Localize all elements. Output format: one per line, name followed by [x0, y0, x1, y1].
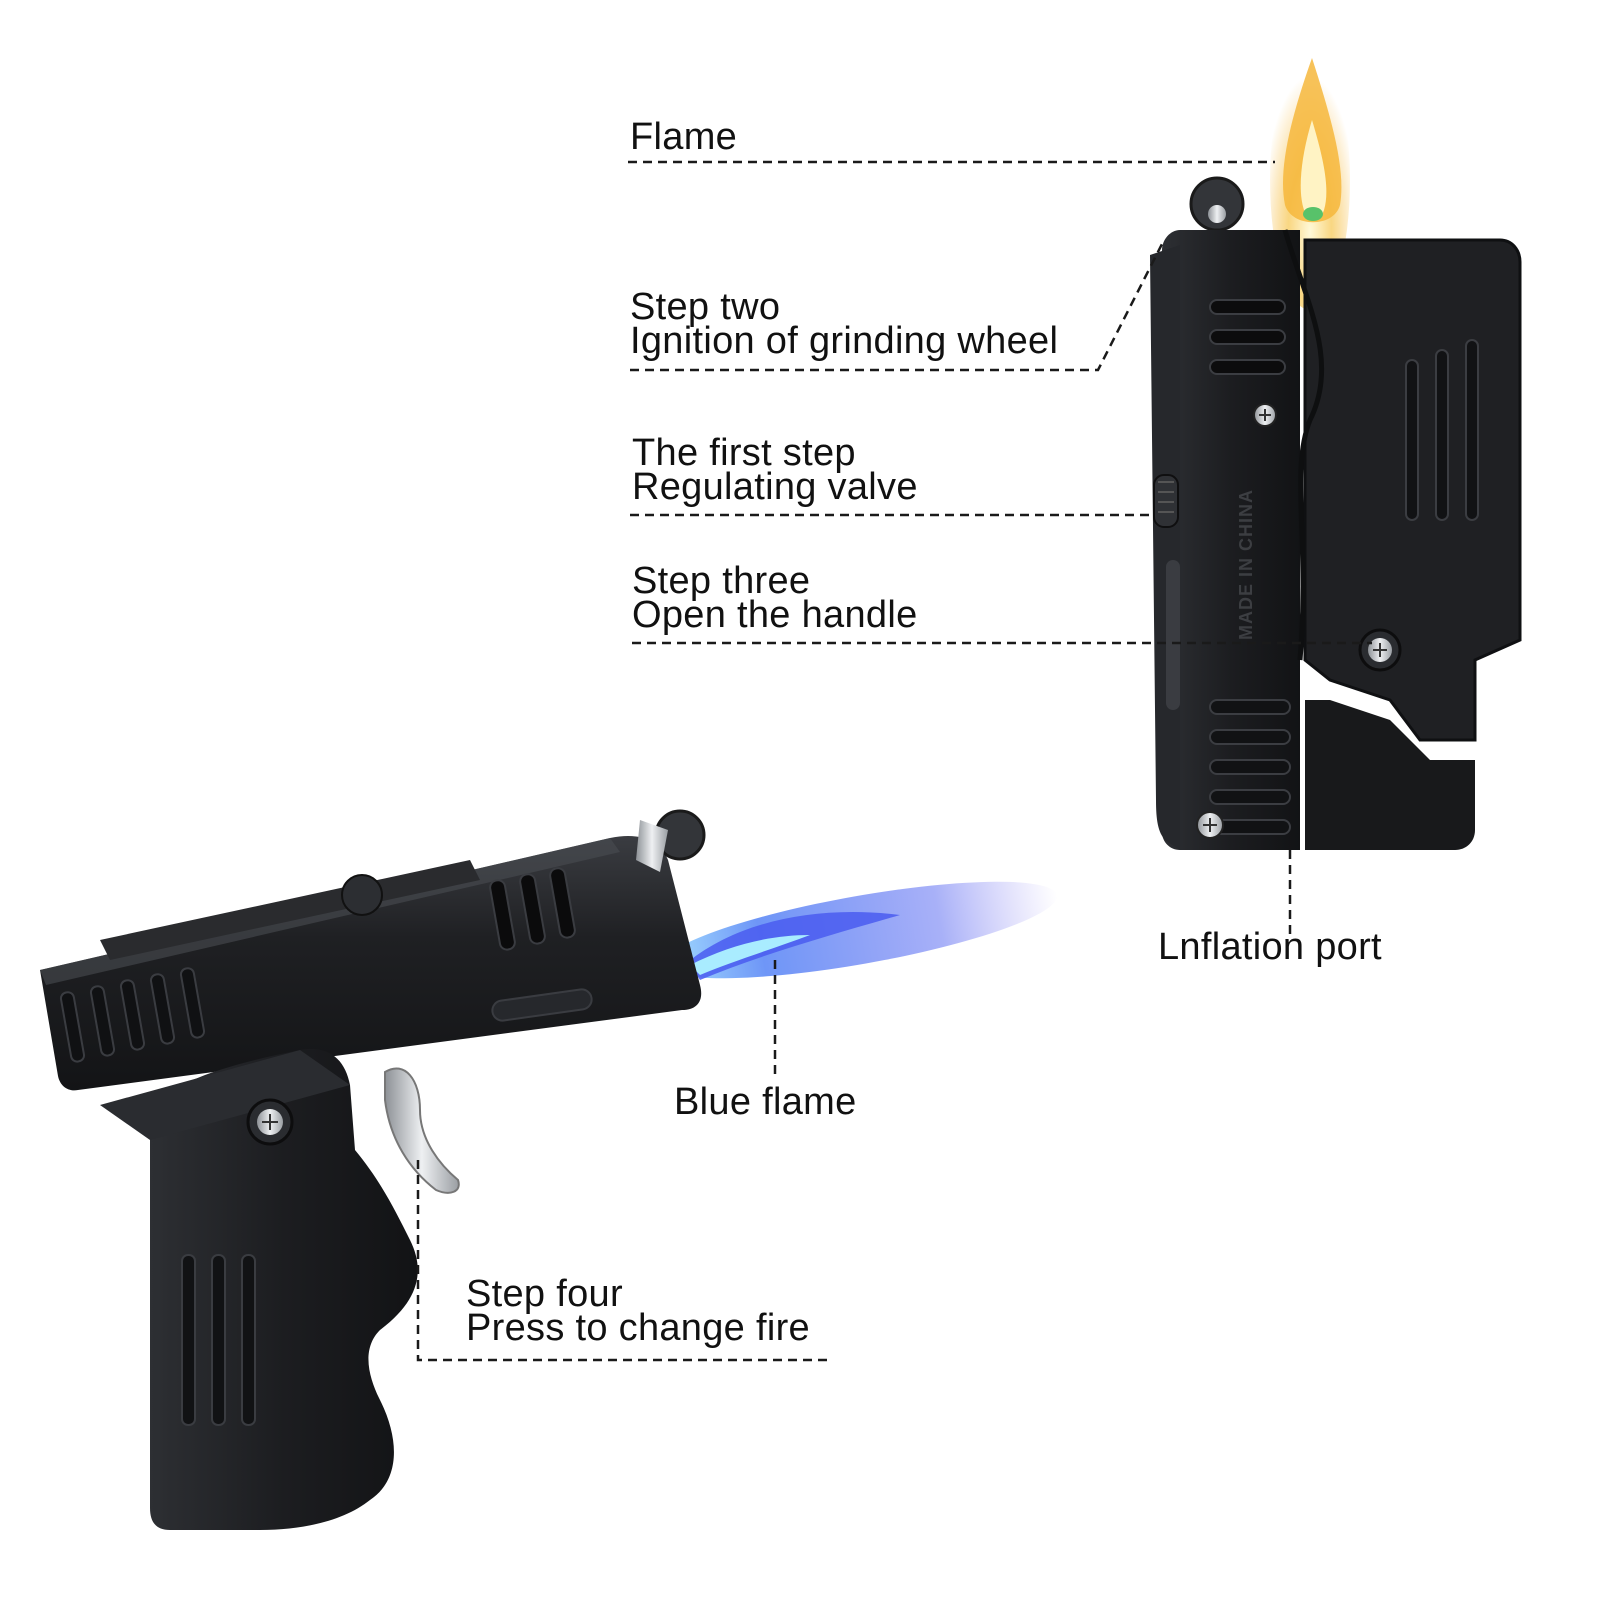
label-step-three-title: Step three — [632, 560, 811, 602]
made-in-china-text: MADE IN CHINA — [1236, 489, 1256, 640]
label-step-two-title: Step two — [630, 286, 781, 328]
vent-slots-barrel — [489, 867, 576, 951]
label-flame: Flame — [630, 116, 738, 158]
label-first-step-desc: Regulating valve — [632, 466, 918, 508]
grip-ridges-right — [1405, 339, 1479, 521]
folded-body — [1162, 230, 1300, 850]
label-step-three-desc: Open the handle — [632, 594, 918, 636]
blue-flame-plume — [662, 881, 1058, 979]
label-blue-flame: Blue flame — [674, 1081, 857, 1123]
vent-slots-bottom — [1209, 699, 1291, 835]
label-step-four-title: Step four — [466, 1273, 623, 1315]
folded-lighter: MADE IN CHINA — [1150, 50, 1522, 850]
grip-ridges-handle — [181, 1254, 256, 1426]
blue-flame — [688, 912, 900, 980]
gun-lighter — [40, 809, 1058, 1530]
leader-step-two — [630, 241, 1165, 372]
leader-lines — [416, 160, 1372, 1362]
vent-slots-top — [1209, 299, 1286, 375]
label-step-two-desc: Ignition of grinding wheel — [630, 320, 1059, 362]
label-step-four-desc: Press to change fire — [466, 1307, 810, 1349]
trigger — [384, 1067, 460, 1194]
label-first-step-title: The first step — [632, 432, 856, 474]
leader-step-four — [416, 1160, 832, 1362]
label-inflation-port: Lnflation port — [1158, 926, 1382, 968]
grip-ridges-barrel — [59, 967, 206, 1063]
